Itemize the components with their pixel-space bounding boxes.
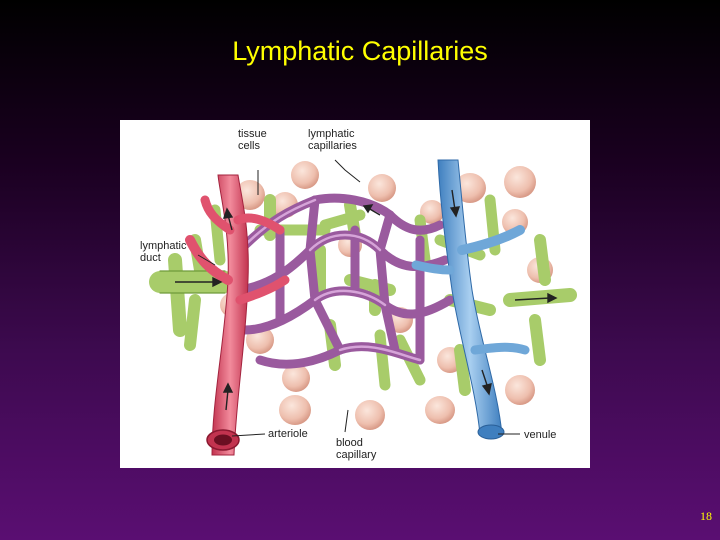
blood-capillary-highlight xyxy=(238,198,422,362)
leader-lines xyxy=(197,159,520,437)
diagram-illustration xyxy=(149,159,577,456)
label-tissue-cells: tissue cells xyxy=(238,128,267,152)
label-blood-capillary: blood capillary xyxy=(336,437,377,461)
arteriole xyxy=(185,174,290,456)
flow-arrows xyxy=(175,189,558,411)
label-venule: venule xyxy=(524,429,557,441)
slide-title: Lymphatic Capillaries xyxy=(232,36,488,66)
page-number: 18 xyxy=(700,509,712,523)
label-lymphatic-capillaries: lymphatic capillaries xyxy=(308,128,357,152)
venule xyxy=(411,159,530,440)
label-lymphatic-duct: lymphatic duct xyxy=(140,240,187,264)
lymphatic-capillaries-diagram: tissue cells lymphatic capillaries lymph… xyxy=(120,120,590,468)
label-arteriole: arteriole xyxy=(268,428,308,440)
